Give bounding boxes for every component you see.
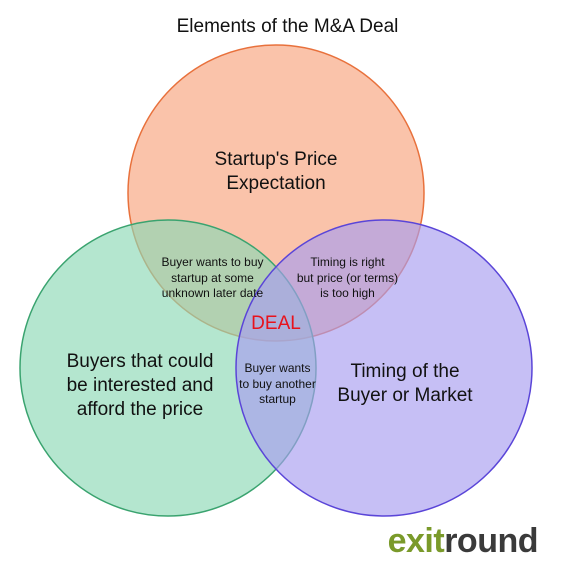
logo-part-round: round xyxy=(444,522,538,560)
label-overlap-price-buyers: Buyer wants to buy startup at some unkno… xyxy=(161,255,264,301)
diagram-title: Elements of the M&A Deal xyxy=(176,16,399,37)
label-price-expectation: Startup's Price Expectation xyxy=(214,149,338,194)
circle-timing xyxy=(235,219,533,517)
label-deal: DEAL xyxy=(251,313,301,334)
label-timing: Timing of the Buyer or Market xyxy=(337,361,473,406)
logo-part-exit: exit xyxy=(387,522,445,560)
exitround-logo: exitround xyxy=(387,522,539,561)
label-overlap-price-timing: Timing is right but price (or terms) is … xyxy=(296,255,399,301)
label-buyers: Buyers that could be interested and affo… xyxy=(66,351,214,420)
label-overlap-buyers-timing: Buyer wants to buy another startup xyxy=(239,361,316,407)
